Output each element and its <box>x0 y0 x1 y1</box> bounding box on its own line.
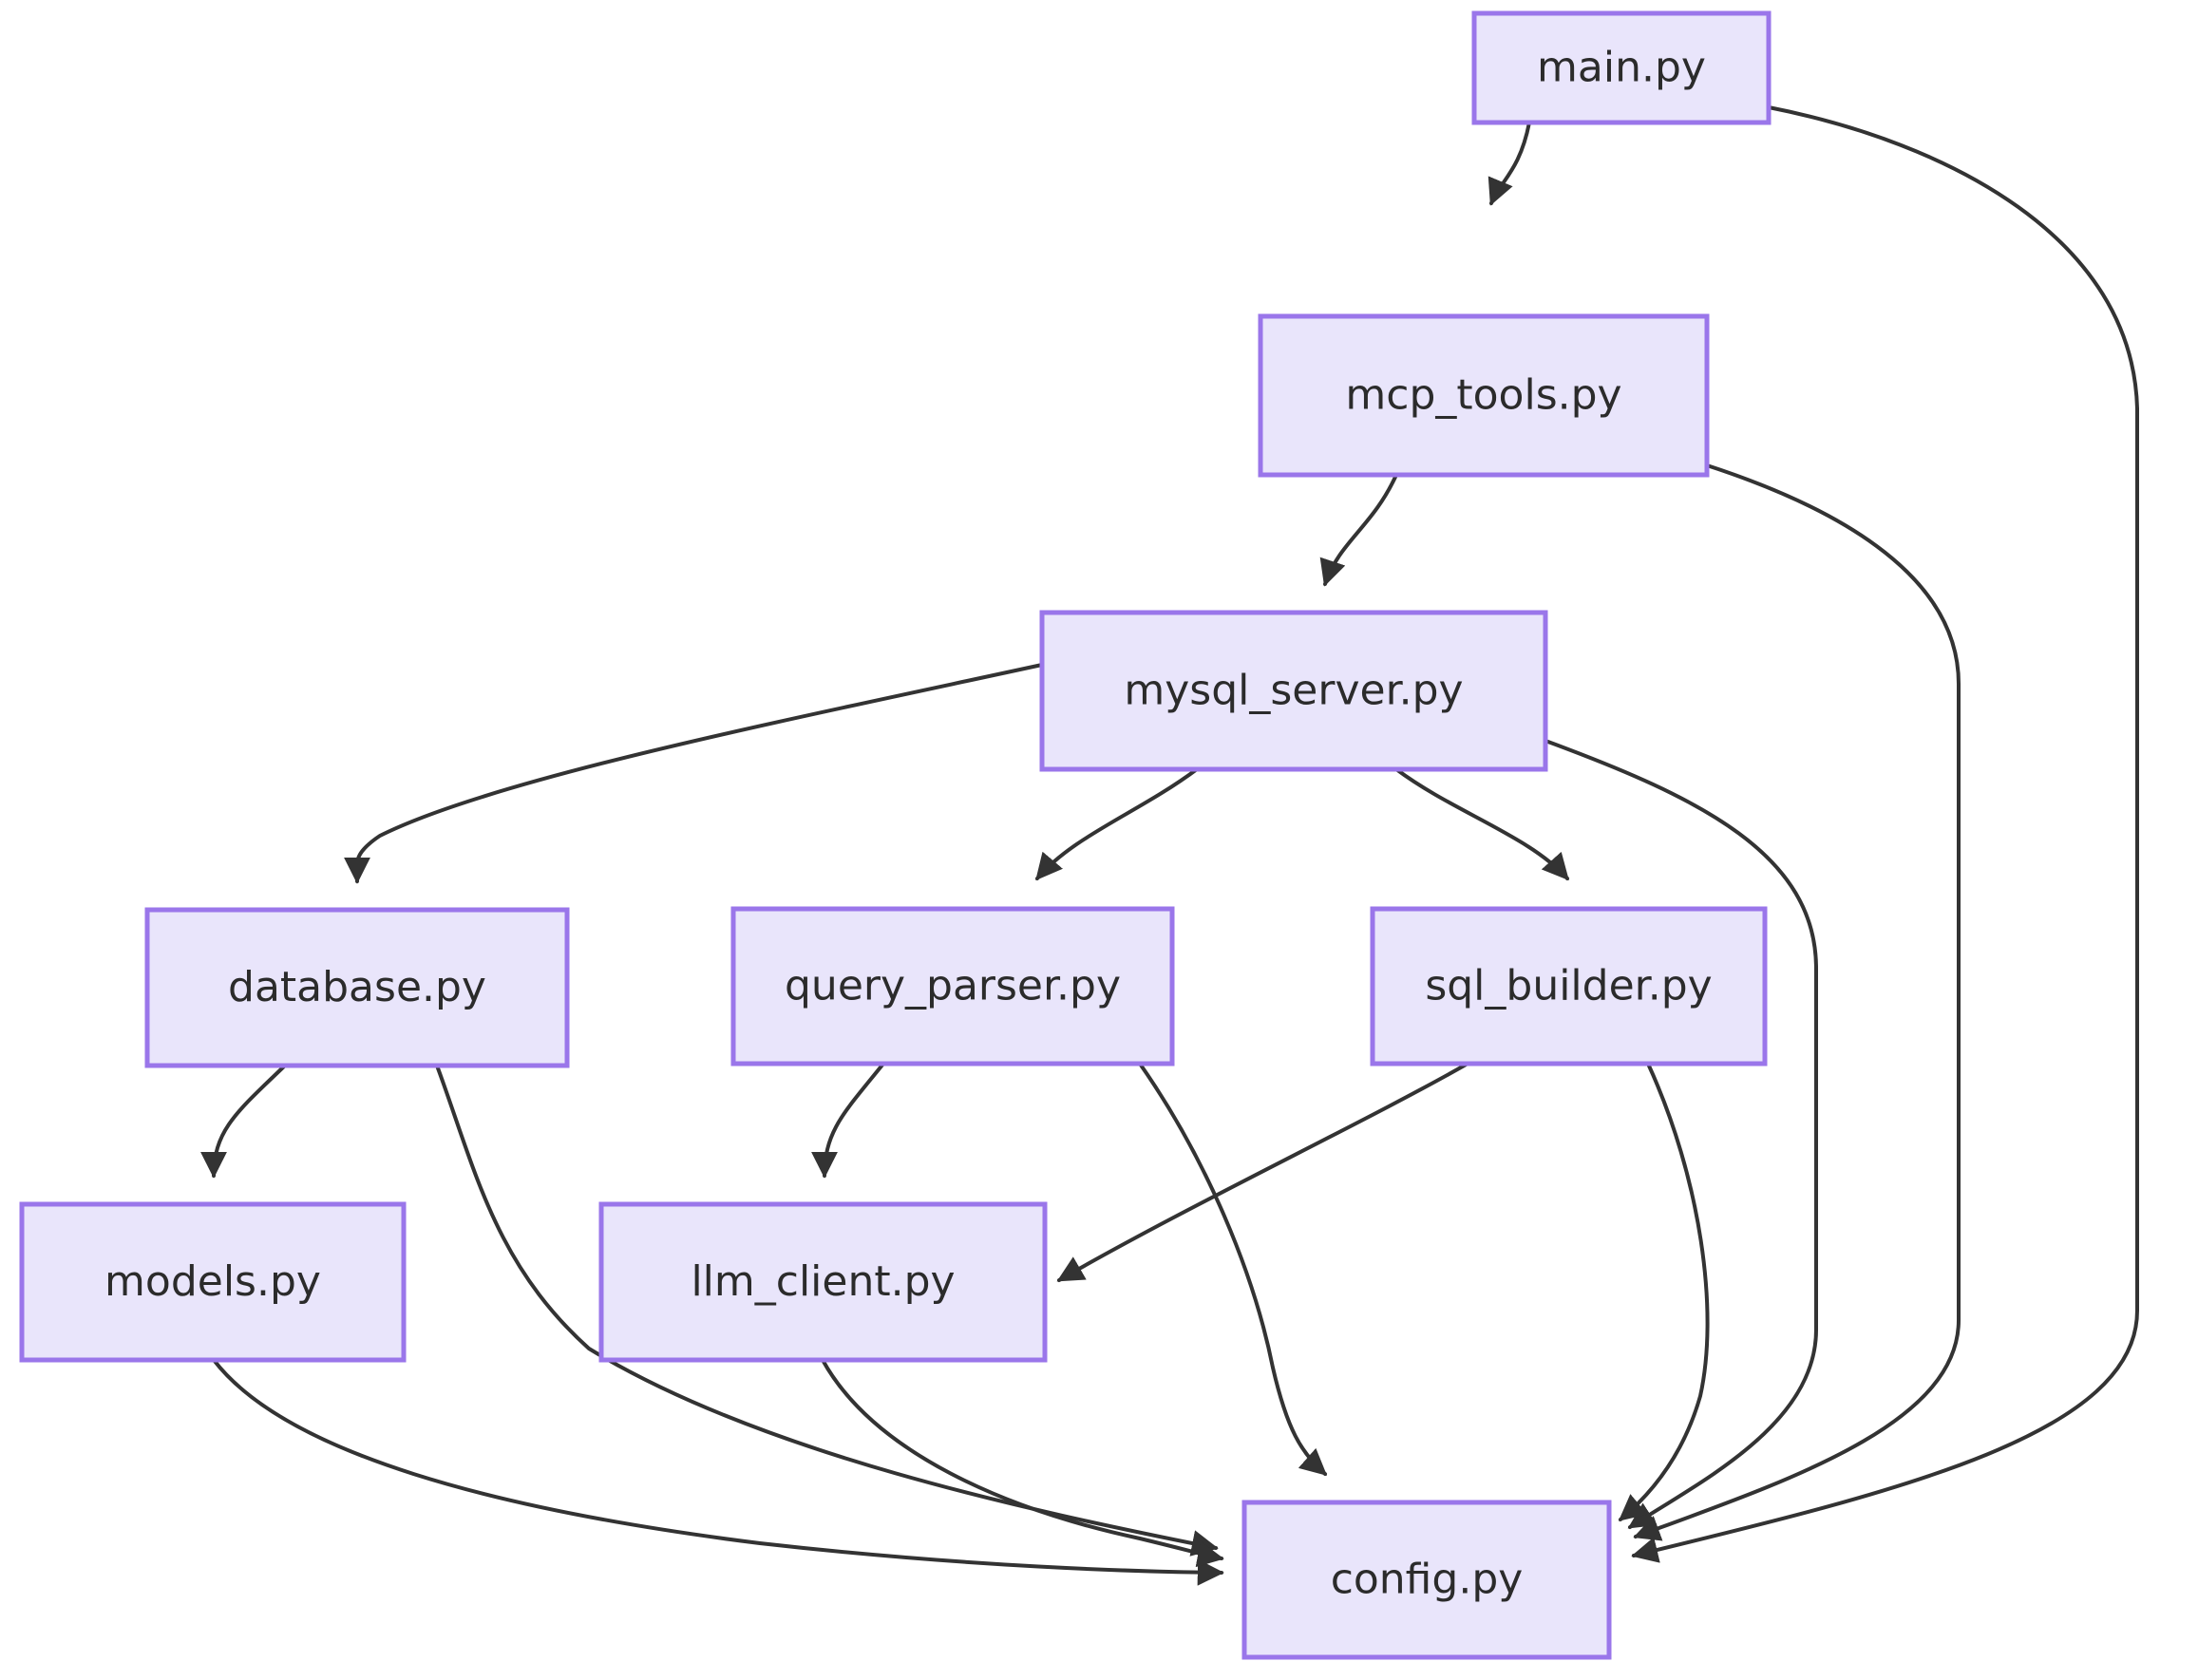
node-box-mysql_server[interactable] <box>1039 610 1548 772</box>
node-box-database[interactable] <box>144 907 570 1068</box>
node-box-llm_client[interactable] <box>598 1201 1048 1363</box>
edge-mcp_tools-to-mysql_server <box>1319 473 1398 587</box>
edge-mysql_server-to-database <box>343 663 1044 884</box>
edge-mysql_server-to-query_parser <box>1035 767 1199 881</box>
node-main[interactable]: main.py <box>1471 10 1772 125</box>
node-config[interactable]: config.py <box>1241 1500 1612 1660</box>
edge-main-to-config <box>1631 105 2139 1563</box>
edge-sql_builder-to-config <box>1618 1062 1710 1521</box>
node-mcp_tools[interactable]: mcp_tools.py <box>1258 313 1710 478</box>
node-mysql_server[interactable]: mysql_server.py <box>1039 610 1548 772</box>
edge-main-to-mcp_tools <box>1487 121 1531 206</box>
edge-layer <box>200 105 2139 1586</box>
node-box-models[interactable] <box>19 1201 407 1363</box>
edge-llm_client-to-config <box>821 1358 1224 1568</box>
node-box-main[interactable] <box>1471 10 1772 125</box>
edge-models-to-config <box>212 1358 1224 1586</box>
node-models[interactable]: models.py <box>19 1201 407 1363</box>
edge-mysql_server-to-sql_builder <box>1394 767 1569 881</box>
node-box-config[interactable] <box>1241 1500 1612 1660</box>
node-database[interactable]: database.py <box>144 907 570 1068</box>
node-box-query_parser[interactable] <box>730 906 1175 1067</box>
edge-query_parser-to-config <box>1138 1062 1328 1476</box>
node-llm_client[interactable]: llm_client.py <box>598 1201 1048 1363</box>
node-sql_builder[interactable]: sql_builder.py <box>1370 906 1768 1067</box>
node-query_parser[interactable]: query_parser.py <box>730 906 1175 1067</box>
edge-query_parser-to-llm_client <box>811 1062 885 1179</box>
edge-mysql_server-to-config <box>1544 739 1818 1529</box>
edge-sql_builder-to-llm_client <box>1056 1062 1469 1282</box>
edge-mcp_tools-to-config <box>1633 463 1961 1541</box>
node-box-mcp_tools[interactable] <box>1258 313 1710 478</box>
edge-database-to-models <box>200 1064 287 1179</box>
node-box-sql_builder[interactable] <box>1370 906 1768 1067</box>
